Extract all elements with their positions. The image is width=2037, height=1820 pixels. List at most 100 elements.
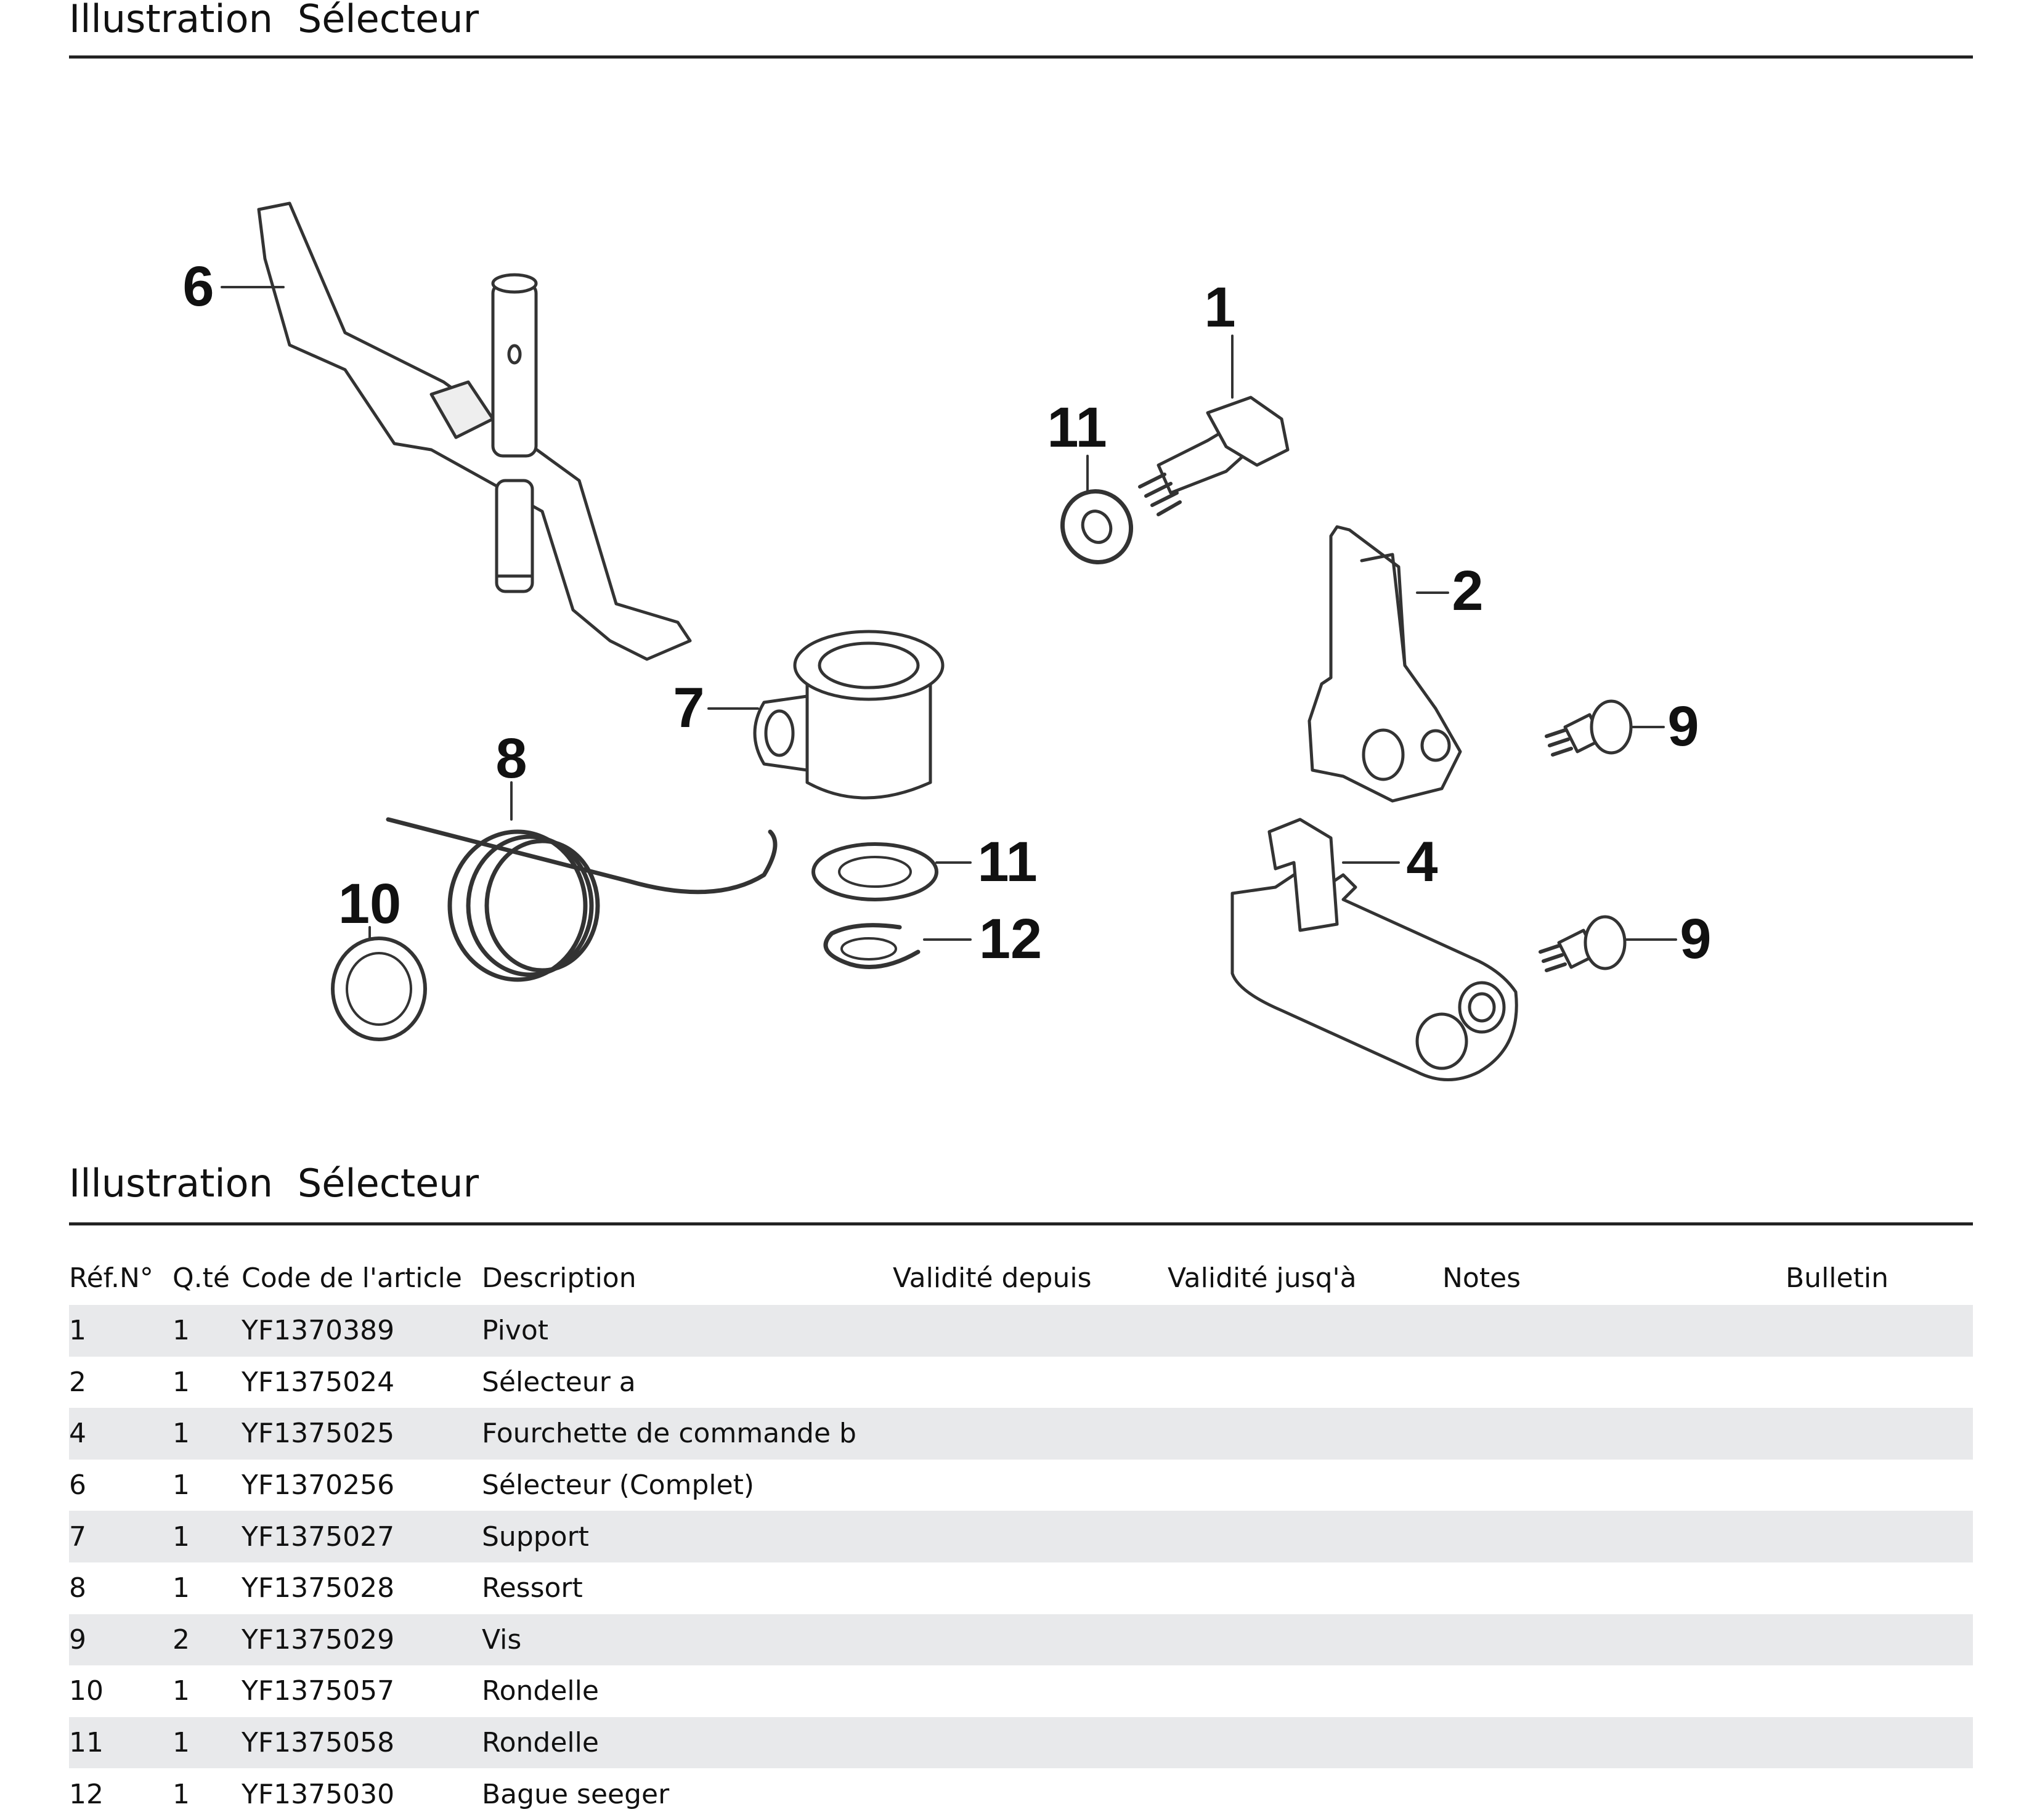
cell-description: Rondelle [482, 1675, 599, 1707]
cell-notes [1442, 1717, 1786, 1769]
cell-valid-to [1168, 1408, 1442, 1460]
title-word-illustration: Illustration [69, 0, 273, 41]
cell-valid-from [893, 1768, 1168, 1820]
cell-qty: 1 [173, 1315, 190, 1347]
cell-qty: 1 [173, 1572, 190, 1604]
cell-bulletin [1786, 1562, 1973, 1614]
table-row: 7 1 YF1375027 Support [69, 1511, 1973, 1562]
cell-valid-from [893, 1305, 1168, 1357]
cell-bulletin [1786, 1408, 1973, 1460]
part-6-selector-complete [221, 201, 692, 661]
cell-bulletin [1786, 1460, 1973, 1511]
part-4-shift-fork-b [1230, 818, 1518, 1081]
part-9-screw-upper [1545, 699, 1665, 757]
callout-8: 8 [495, 727, 527, 790]
callout-10: 10 [338, 872, 401, 935]
cell-code: YF1375024 [242, 1366, 395, 1398]
cell-qty: 1 [173, 1366, 190, 1398]
title-word-illustration: Illustration [69, 1161, 273, 1206]
title-underline [69, 55, 1973, 59]
table-row: 8 1 YF1375028 Ressort [69, 1562, 1973, 1614]
cell-description: Sélecteur a [482, 1366, 636, 1398]
cell-notes [1442, 1408, 1786, 1460]
cell-valid-from [893, 1357, 1168, 1408]
cell-code: YF1375029 [242, 1623, 395, 1655]
cell-valid-from [893, 1717, 1168, 1769]
cell-ref: 11 [69, 1727, 104, 1759]
table-row: 2 1 YF1375024 Sélecteur a [69, 1356, 1973, 1408]
part-10-washer [331, 926, 427, 1041]
callout-12: 12 [979, 908, 1042, 970]
cell-qty: 1 [173, 1778, 190, 1810]
part-1-pivot [1138, 335, 1290, 516]
col-header-code: Code de l'article [242, 1262, 462, 1294]
cell-ref: 12 [69, 1778, 104, 1810]
cell-ref: 2 [69, 1366, 86, 1398]
parts-table: Réf.N° Q.té Code de l'article Descriptio… [69, 1251, 1973, 1820]
cell-bulletin [1786, 1357, 1973, 1408]
cell-bulletin [1786, 1717, 1973, 1769]
table-row: 6 1 YF1370256 Sélecteur (Complet) [69, 1459, 1973, 1511]
table-header-row: Réf.N° Q.té Code de l'article Descriptio… [69, 1251, 1973, 1305]
cell-notes [1442, 1357, 1786, 1408]
cell-notes [1442, 1562, 1786, 1614]
part-11-washer-upper [1060, 455, 1134, 564]
cell-notes [1442, 1511, 1786, 1562]
col-header-bulletin: Bulletin [1786, 1262, 1889, 1294]
cell-description: Fourchette de commande b [482, 1418, 856, 1450]
title-word-selecteur: Sélecteur [297, 1161, 479, 1206]
cell-qty: 1 [173, 1521, 190, 1553]
callout-6: 6 [182, 255, 214, 318]
cell-ref: 6 [69, 1469, 86, 1501]
cell-code: YF1370256 [242, 1469, 395, 1501]
callout-4: 4 [1406, 831, 1437, 893]
cell-code: YF1375030 [242, 1778, 395, 1810]
col-header-description: Description [482, 1262, 636, 1294]
callout-7: 7 [673, 676, 704, 739]
parts-list-title: Illustration Sélecteur [69, 1164, 479, 1203]
cell-description: Ressort [482, 1572, 583, 1604]
title-word-selecteur: Sélecteur [297, 0, 479, 41]
cell-notes [1442, 1665, 1786, 1717]
table-row: 12 1 YF1375030 Bague seeger [69, 1768, 1973, 1820]
table-row: 11 1 YF1375058 Rondelle [69, 1716, 1973, 1769]
cell-valid-to [1168, 1511, 1442, 1562]
exploded-parts-diagram: 6 1 11 2 7 9 8 11 4 10 12 9 [0, 68, 2037, 1152]
cell-description: Support [482, 1521, 589, 1553]
cell-ref: 9 [69, 1623, 86, 1655]
cell-valid-from [893, 1665, 1168, 1717]
cell-ref: 7 [69, 1521, 86, 1553]
cell-ref: 10 [69, 1675, 104, 1707]
cell-notes [1442, 1614, 1786, 1666]
cell-code: YF1375028 [242, 1572, 395, 1604]
col-header-qty: Q.té [173, 1262, 230, 1294]
cell-valid-to [1168, 1665, 1442, 1717]
cell-valid-to [1168, 1614, 1442, 1666]
cell-qty: 1 [173, 1727, 190, 1759]
cell-valid-from [893, 1408, 1168, 1460]
cell-description: Bague seeger [482, 1778, 670, 1810]
cell-valid-from [893, 1562, 1168, 1614]
col-header-valid-from: Validité depuis [893, 1262, 1092, 1294]
illustration-title: Illustration Sélecteur [69, 0, 479, 38]
cell-code: YF1375025 [242, 1418, 395, 1450]
cell-qty: 1 [173, 1469, 190, 1501]
parts-list-underline [69, 1222, 1973, 1225]
part-8-spring [386, 781, 778, 982]
cell-ref: 4 [69, 1418, 86, 1450]
cell-code: YF1375058 [242, 1727, 395, 1759]
col-header-valid-to: Validité jusq'à [1168, 1262, 1357, 1294]
cell-ref: 8 [69, 1572, 86, 1604]
table-row: 1 1 YF1370389 Pivot [69, 1305, 1973, 1357]
part-9-screw-lower [1539, 915, 1677, 972]
callout-1: 1 [1204, 276, 1235, 339]
cell-description: Rondelle [482, 1727, 599, 1759]
cell-code: YF1375027 [242, 1521, 395, 1553]
cell-qty: 1 [173, 1418, 190, 1450]
cell-bulletin [1786, 1768, 1973, 1820]
table-row: 9 2 YF1375029 Vis [69, 1614, 1973, 1666]
cell-notes [1442, 1460, 1786, 1511]
cell-notes [1442, 1305, 1786, 1357]
cell-qty: 1 [173, 1675, 190, 1707]
callout-9-upper: 9 [1667, 695, 1699, 758]
